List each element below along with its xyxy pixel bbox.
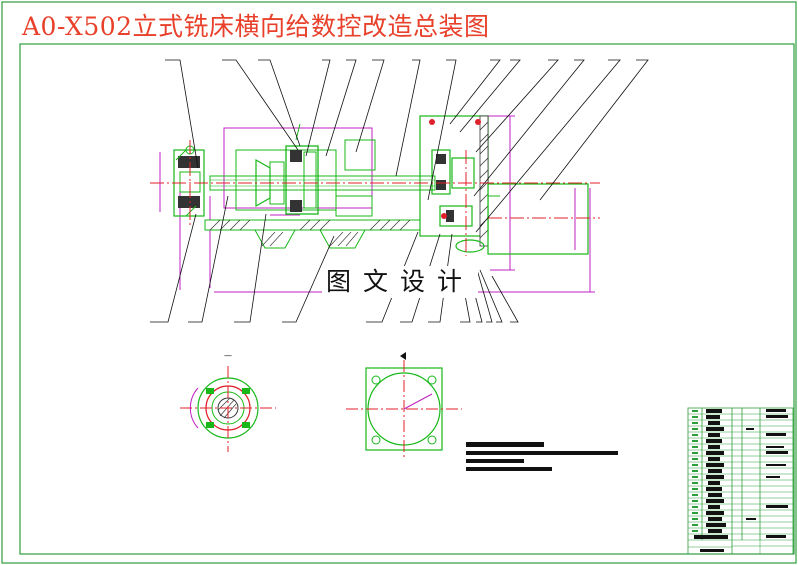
- leader-lines-bottom: [150, 195, 519, 323]
- section-view-round: —: [180, 351, 276, 452]
- section-view-square: [346, 352, 462, 460]
- main-assembly-view: [150, 59, 649, 323]
- parts-list-entries: [692, 409, 788, 552]
- svg-text:—: —: [224, 351, 232, 360]
- base-rail: [204, 219, 421, 249]
- dimension-lines: [159, 115, 595, 293]
- main-centerlines: [150, 140, 600, 256]
- technical-notes: [466, 442, 618, 471]
- leader-lines-top: [165, 59, 649, 233]
- drawing-title: A0-X502立式铣床横向给数控改造总装图: [22, 12, 490, 41]
- watermark-text: 图文设计: [322, 266, 479, 298]
- leadscrew: [209, 175, 436, 191]
- nut-block: [235, 123, 376, 217]
- inner-frame: [19, 43, 795, 555]
- right-gearbox: [419, 115, 489, 253]
- parts-list-table: [687, 407, 794, 555]
- stepper-motor: [487, 183, 589, 255]
- left-bearing-housing: [173, 145, 205, 217]
